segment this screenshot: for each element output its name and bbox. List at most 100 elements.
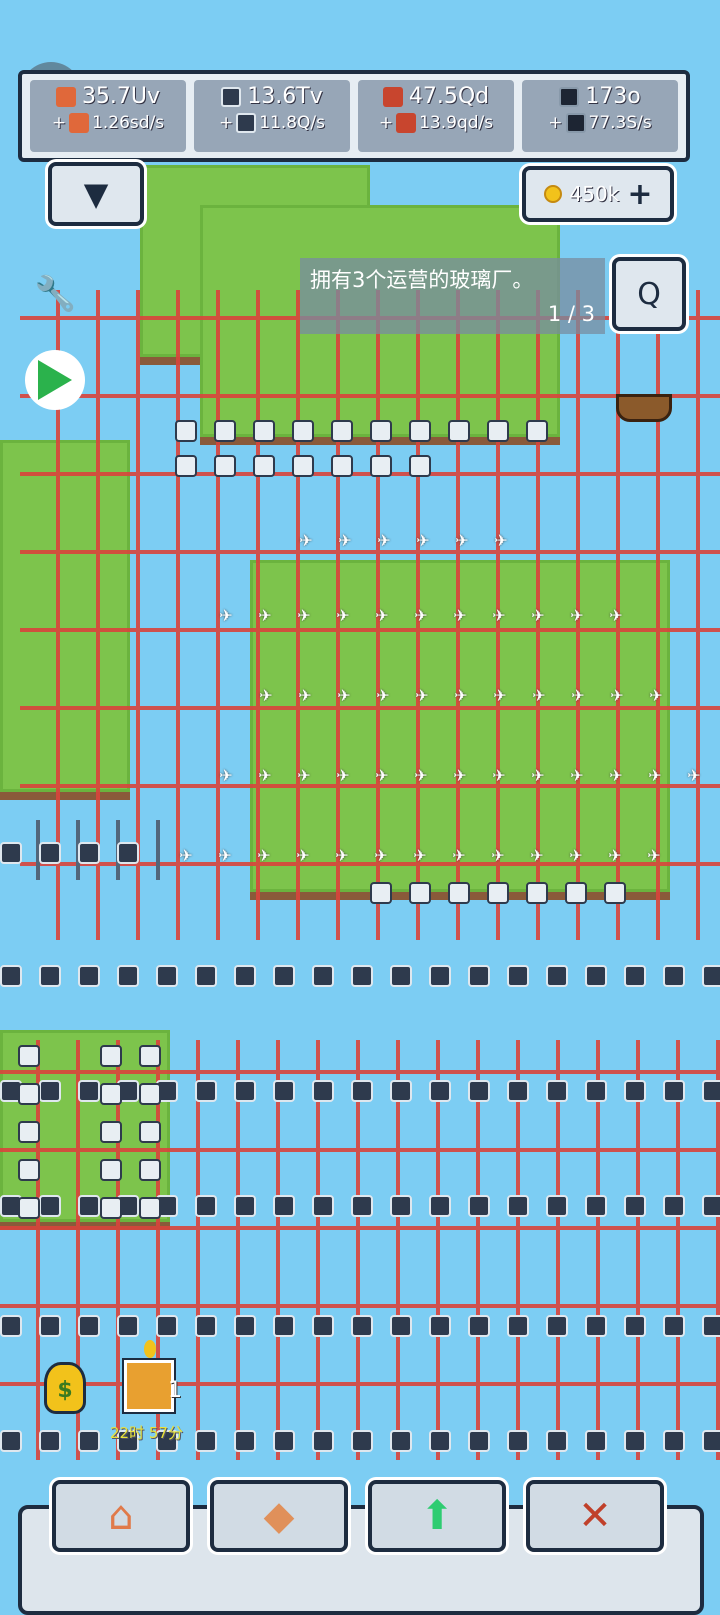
- machine-tile[interactable]: [565, 882, 587, 904]
- machine-tile[interactable]: ✈: [375, 766, 389, 785]
- machine-tile[interactable]: [390, 965, 412, 987]
- machine-tile[interactable]: [507, 965, 529, 987]
- machine-tile[interactable]: [448, 420, 470, 442]
- machine-tile[interactable]: [292, 420, 314, 442]
- machine-tile[interactable]: [585, 1430, 607, 1452]
- machine-tile[interactable]: [390, 1080, 412, 1102]
- machine-tile[interactable]: [390, 1315, 412, 1337]
- machine-tile[interactable]: [702, 1080, 720, 1102]
- machine-tile[interactable]: [624, 1315, 646, 1337]
- machine-tile[interactable]: ✈: [647, 846, 661, 865]
- machine-tile[interactable]: [390, 1430, 412, 1452]
- machine-tile[interactable]: ✈: [336, 766, 350, 785]
- machine-tile[interactable]: [585, 1195, 607, 1217]
- resource-copper[interactable]: 35.7Uv +1.26sd/s: [30, 80, 186, 152]
- machine-tile[interactable]: [312, 965, 334, 987]
- machine-tile[interactable]: [312, 1430, 334, 1452]
- machine-tile[interactable]: ✈: [609, 766, 623, 785]
- machine-tile[interactable]: [351, 1315, 373, 1337]
- machine-tile[interactable]: ✈: [335, 846, 349, 865]
- quest-tooltip[interactable]: 拥有3个运营的玻璃厂。 1 / 3: [300, 258, 605, 334]
- machine-tile[interactable]: [468, 1080, 490, 1102]
- machine-tile[interactable]: [546, 1430, 568, 1452]
- machine-tile[interactable]: ✈: [455, 531, 469, 550]
- machine-tile[interactable]: ✈: [413, 846, 427, 865]
- machine-tile[interactable]: [253, 420, 275, 442]
- eraser-button[interactable]: ◆: [210, 1480, 348, 1552]
- machine-tile[interactable]: [39, 1195, 61, 1217]
- machine-tile[interactable]: [195, 1430, 217, 1452]
- machine-tile[interactable]: ✈: [297, 766, 311, 785]
- machine-tile[interactable]: [139, 1197, 161, 1219]
- machine-tile[interactable]: [624, 1430, 646, 1452]
- machine-tile[interactable]: [429, 965, 451, 987]
- machine-tile[interactable]: [409, 420, 431, 442]
- machine-tile[interactable]: ✈: [336, 606, 350, 625]
- machine-tile[interactable]: [585, 1315, 607, 1337]
- wrench-icon[interactable]: 🔧: [34, 274, 77, 314]
- machine-tile[interactable]: [370, 420, 392, 442]
- machine-tile[interactable]: [507, 1080, 529, 1102]
- machine-tile[interactable]: [370, 455, 392, 477]
- machine-tile[interactable]: ✈: [454, 686, 468, 705]
- machine-tile[interactable]: [78, 842, 100, 864]
- machine-tile[interactable]: [100, 1045, 122, 1067]
- machine-tile[interactable]: [18, 1083, 40, 1105]
- coin-display[interactable]: 450k +: [522, 166, 674, 222]
- machine-tile[interactable]: [195, 1315, 217, 1337]
- machine-tile[interactable]: [331, 420, 353, 442]
- machine-tile[interactable]: [0, 1315, 22, 1337]
- machine-tile[interactable]: [351, 1430, 373, 1452]
- resource-brick[interactable]: 47.5Qd +13.9qd/s: [358, 80, 514, 152]
- machine-tile[interactable]: ✈: [608, 846, 622, 865]
- machine-tile[interactable]: ✈: [259, 686, 273, 705]
- machine-tile[interactable]: [546, 1195, 568, 1217]
- machine-tile[interactable]: [546, 1315, 568, 1337]
- machine-tile[interactable]: [370, 882, 392, 904]
- machine-tile[interactable]: [139, 1045, 161, 1067]
- upgrade-button[interactable]: ⬆: [368, 1480, 506, 1552]
- machine-tile[interactable]: ✈: [338, 531, 352, 550]
- boat-icon[interactable]: [616, 394, 672, 422]
- machine-tile[interactable]: ✈: [299, 531, 313, 550]
- chest-button[interactable]: 1: [122, 1340, 182, 1418]
- machine-tile[interactable]: ✈: [374, 846, 388, 865]
- machine-tile[interactable]: ✈: [453, 606, 467, 625]
- machine-tile[interactable]: [273, 1080, 295, 1102]
- machine-tile[interactable]: ✈: [219, 606, 233, 625]
- machine-tile[interactable]: [234, 965, 256, 987]
- machine-tile[interactable]: [273, 1315, 295, 1337]
- machine-tile[interactable]: [234, 1195, 256, 1217]
- machine-tile[interactable]: [409, 455, 431, 477]
- machine-tile[interactable]: [409, 882, 431, 904]
- machine-tile[interactable]: [312, 1315, 334, 1337]
- machine-tile[interactable]: ✈: [570, 766, 584, 785]
- machine-tile[interactable]: [468, 965, 490, 987]
- machine-tile[interactable]: [312, 1080, 334, 1102]
- machine-tile[interactable]: [468, 1430, 490, 1452]
- machine-tile[interactable]: ✈: [531, 606, 545, 625]
- machine-tile[interactable]: [0, 965, 22, 987]
- machine-tile[interactable]: [117, 842, 139, 864]
- machine-tile[interactable]: ✈: [297, 606, 311, 625]
- machine-tile[interactable]: [78, 1430, 100, 1452]
- machine-tile[interactable]: [624, 1080, 646, 1102]
- cancel-button[interactable]: ✕: [526, 1480, 664, 1552]
- machine-tile[interactable]: [214, 455, 236, 477]
- machine-tile[interactable]: ✈: [179, 846, 193, 865]
- machine-tile[interactable]: [39, 965, 61, 987]
- machine-tile[interactable]: [139, 1159, 161, 1181]
- machine-tile[interactable]: ✈: [257, 846, 271, 865]
- resource-silicon[interactable]: 13.6Tv +11.8Q/s: [194, 80, 350, 152]
- machine-tile[interactable]: ✈: [414, 606, 428, 625]
- machine-tile[interactable]: [39, 842, 61, 864]
- machine-tile[interactable]: [273, 1430, 295, 1452]
- machine-tile[interactable]: ✈: [296, 846, 310, 865]
- machine-tile[interactable]: [234, 1080, 256, 1102]
- machine-tile[interactable]: ✈: [570, 606, 584, 625]
- machine-tile[interactable]: ✈: [218, 846, 232, 865]
- machine-tile[interactable]: [273, 1195, 295, 1217]
- machine-tile[interactable]: [351, 1080, 373, 1102]
- machine-tile[interactable]: ✈: [531, 766, 545, 785]
- machine-tile[interactable]: [663, 1430, 685, 1452]
